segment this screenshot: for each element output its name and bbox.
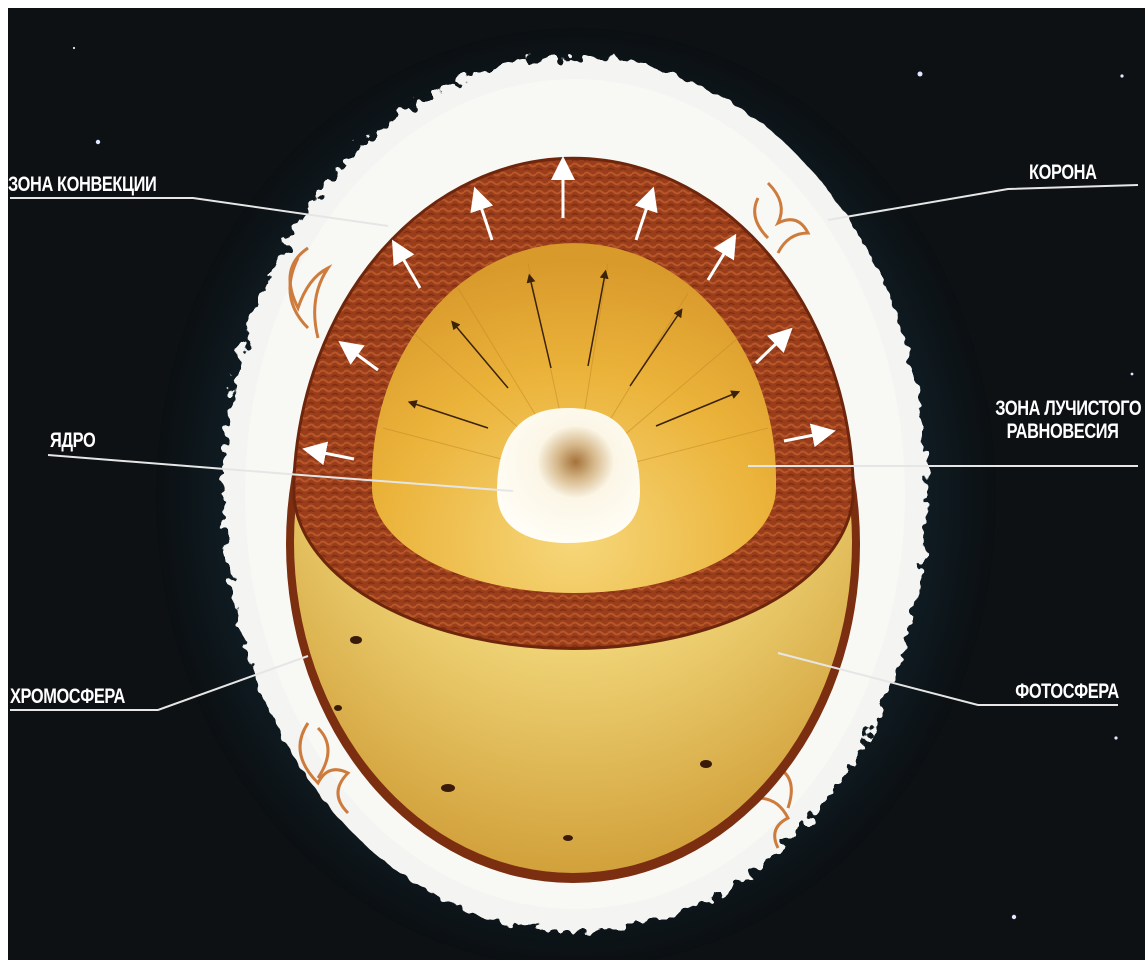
chromosphere-label: ХРОМОСФЕРА (10, 686, 125, 708)
sun-illustration (8, 8, 1145, 960)
sun-structure-diagram: ЗОНА КОНВЕКЦИИ КОРОНА ЯДРО ЗОНА ЛУЧИСТОГ… (8, 8, 1145, 960)
corona-label: КОРОНА (1029, 162, 1097, 184)
photosphere-label: ФОТОСФЕРА (1015, 681, 1119, 703)
core-label: ЯДРО (50, 430, 95, 452)
convection-zone-label: ЗОНА КОНВЕКЦИИ (8, 174, 156, 196)
radiative-zone-label-line2: РАВНОВЕСИЯ (1007, 420, 1119, 443)
radiative-zone-label-line1: ЗОНА ЛУЧИСТОГО (995, 397, 1141, 420)
core (497, 408, 640, 543)
